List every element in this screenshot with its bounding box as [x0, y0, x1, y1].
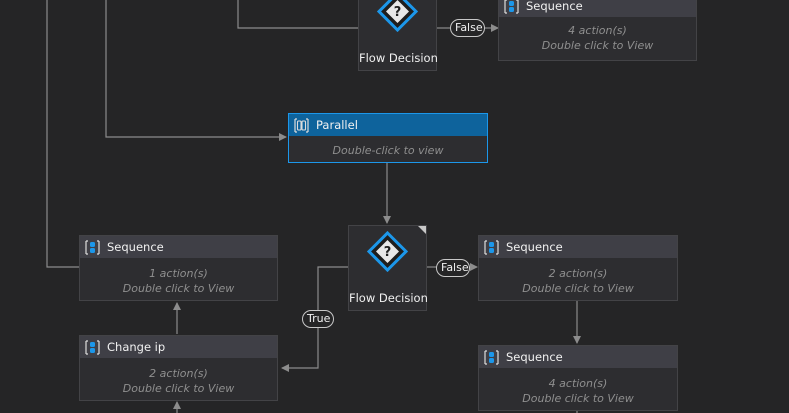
sequence-node-right-1[interactable]: Sequence 2 action(s) Double click to Vie…: [478, 235, 678, 301]
sequence-icon: [85, 339, 100, 355]
flow-decision-top[interactable]: ? Flow Decision: [358, 0, 438, 71]
action-count: 2 action(s): [548, 267, 608, 280]
action-count: 2 action(s): [149, 367, 208, 380]
flow-decision-diamond-icon: ?: [367, 231, 408, 272]
connector-decision-true: [317, 266, 348, 310]
sequence-node-left[interactable]: Sequence 1 action(s) Double click to Vie…: [79, 235, 278, 301]
sequence-icon: [85, 239, 100, 255]
double-click-hint: Double click to View: [122, 282, 235, 295]
flow-decision-label: Flow Decision: [359, 51, 438, 65]
connector-top-to-decision: [237, 0, 358, 29]
sequence-node-top[interactable]: Sequence 4 action(s) Double click to Vie…: [498, 0, 697, 61]
svg-text:?: ?: [384, 245, 392, 260]
change-ip-header: Change ip: [80, 336, 277, 358]
sequence-title: Sequence: [506, 240, 563, 254]
parallel-header: Parallel: [289, 114, 487, 136]
action-count: 1 action(s): [149, 267, 208, 280]
svg-text:?: ?: [394, 5, 402, 20]
sequence-header: Sequence: [479, 236, 677, 258]
action-count: 4 action(s): [548, 377, 608, 390]
double-click-hint: Double click to View: [522, 282, 634, 295]
parallel-title: Parallel: [316, 118, 358, 132]
flow-decision-main[interactable]: ? Flow Decision: [348, 225, 428, 311]
sequence-title: Sequence: [107, 240, 164, 254]
double-click-hint: Double click to View: [522, 392, 634, 405]
sequence-header: Sequence: [479, 346, 677, 368]
sequence-icon: [484, 239, 499, 255]
action-count: 4 action(s): [568, 24, 627, 37]
parallel-icon: [294, 117, 309, 133]
connector-left-to-parallel: [105, 0, 287, 141]
parallel-node[interactable]: Parallel Double-click to view: [288, 113, 488, 163]
change-ip-title: Change ip: [107, 340, 166, 354]
flow-decision-label: Flow Decision: [349, 291, 428, 305]
flow-decision-diamond-icon: ?: [377, 0, 418, 32]
sequence-title: Sequence: [526, 0, 583, 13]
sequence-icon: [484, 349, 499, 365]
corner-indicator-icon: [418, 226, 426, 234]
double-click-hint: Double-click to view: [332, 144, 444, 157]
sequence-node-right-2[interactable]: Sequence 4 action(s) Double click to Vie…: [478, 345, 678, 411]
sequence-header: Sequence: [80, 236, 277, 258]
connector-outer-left: [46, 0, 79, 268]
false-label-main: False: [436, 259, 470, 277]
change-ip-node[interactable]: Change ip 2 action(s) Double click to Vi…: [79, 335, 278, 401]
connector-true-to-change-ip: [281, 327, 319, 372]
double-click-hint: Double click to View: [541, 39, 654, 52]
false-label-top: False: [450, 19, 485, 37]
true-label-main: True: [302, 310, 334, 328]
sequence-icon: [504, 0, 519, 14]
double-click-hint: Double click to View: [122, 382, 235, 395]
sequence-title: Sequence: [506, 350, 563, 364]
sequence-header: Sequence: [499, 0, 696, 17]
